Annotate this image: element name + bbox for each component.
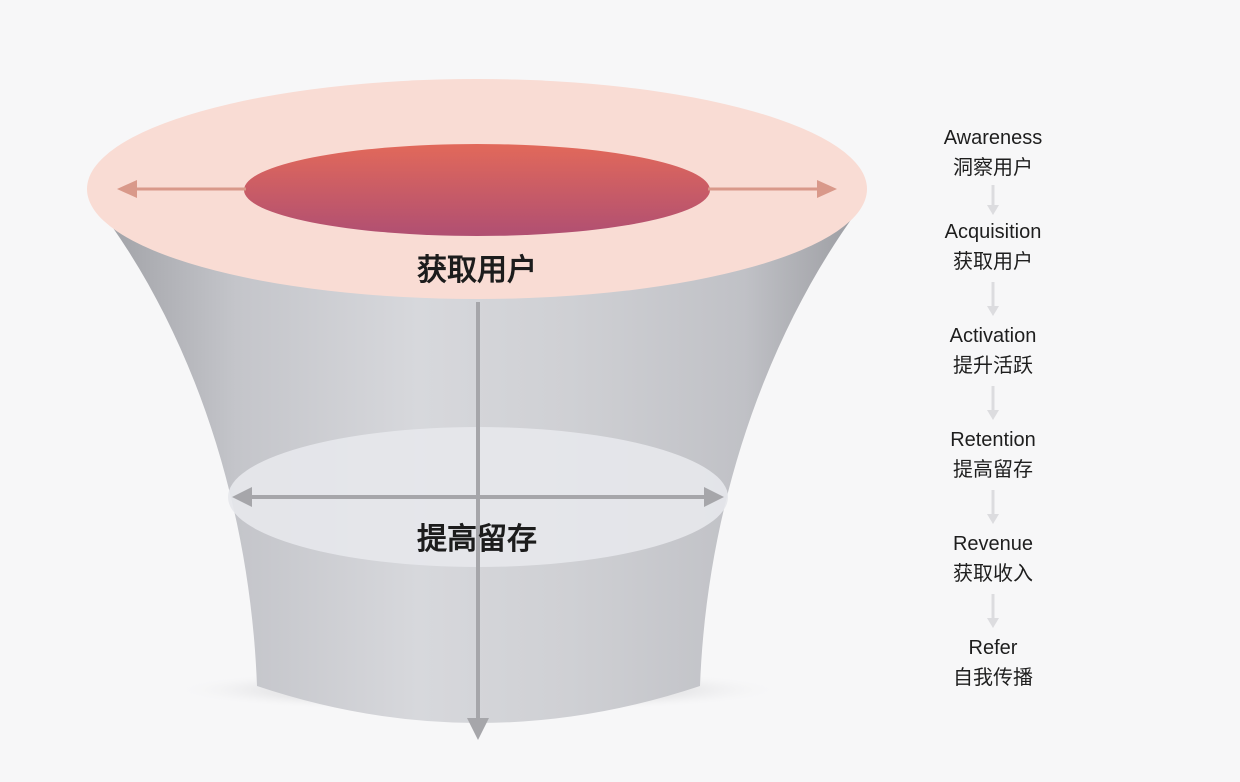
step-arrow bbox=[918, 484, 1068, 530]
top-horizontal-arrow bbox=[117, 180, 837, 198]
step-zh-label: 提高留存 bbox=[953, 457, 1033, 481]
step-zh-label: 获取用户 bbox=[953, 249, 1033, 273]
down-arrow-icon bbox=[987, 185, 999, 215]
step-revenue: Revenue 获取收入 bbox=[918, 530, 1068, 588]
step-zh-label: 提升活跃 bbox=[953, 353, 1033, 377]
step-arrow bbox=[918, 276, 1068, 322]
step-arrow bbox=[918, 588, 1068, 634]
step-en-label: Refer bbox=[968, 637, 1018, 659]
step-zh-label: 获取收入 bbox=[953, 561, 1033, 585]
step-en-label: Revenue bbox=[952, 533, 1034, 555]
step-en-label: Activation bbox=[949, 325, 1037, 347]
step-arrow bbox=[918, 380, 1068, 426]
down-arrow-icon bbox=[987, 490, 999, 524]
step-en-label: Retention bbox=[950, 429, 1036, 451]
acquisition-core bbox=[244, 144, 710, 236]
step-retention: Retention 提高留存 bbox=[918, 426, 1068, 484]
down-arrow-icon bbox=[987, 386, 999, 420]
down-arrow-icon bbox=[987, 282, 999, 316]
step-acquisition: Acquisition 获取用户 bbox=[918, 218, 1068, 276]
step-zh-label: 洞察用户 bbox=[953, 155, 1033, 179]
vertical-axis-arrow bbox=[467, 302, 489, 740]
middle-funnel-label: 提高留存 bbox=[417, 522, 537, 557]
top-funnel-label: 获取用户 bbox=[417, 253, 537, 288]
step-zh-label: 自我传播 bbox=[953, 665, 1033, 689]
down-arrow-icon bbox=[987, 594, 999, 628]
step-activation: Activation 提升活跃 bbox=[918, 322, 1068, 380]
aarrr-step-list: Awareness 洞察用户 Acquisition 获取用户 Activati… bbox=[918, 124, 1068, 692]
step-en-label: Acquisition bbox=[944, 221, 1042, 243]
step-en-label: Awareness bbox=[943, 127, 1043, 149]
step-awareness: Awareness 洞察用户 bbox=[918, 124, 1068, 182]
step-arrow bbox=[918, 182, 1068, 218]
step-refer: Refer 自我传播 bbox=[918, 634, 1068, 692]
